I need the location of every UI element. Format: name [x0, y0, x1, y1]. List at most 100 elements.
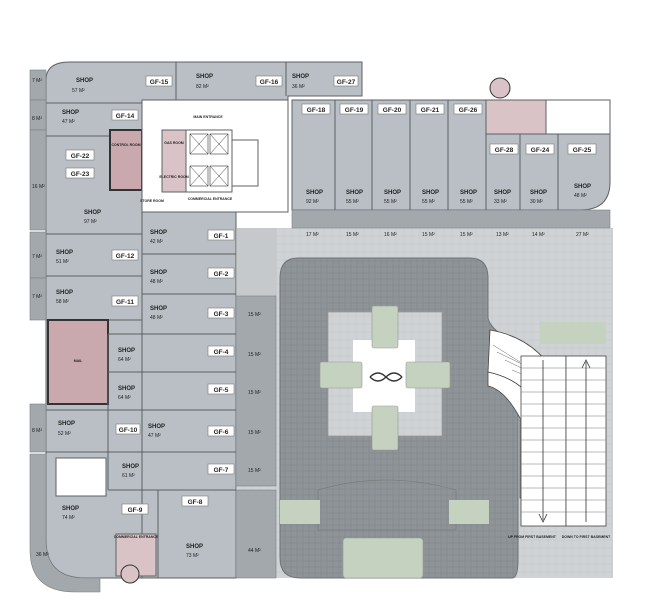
svg-text:GF-27: GF-27 [337, 79, 356, 86]
svg-text:SHOP: SHOP [292, 74, 309, 80]
svg-text:GF-22: GF-22 [71, 153, 90, 160]
svg-text:27 M²: 27 M² [576, 232, 589, 238]
svg-text:SHOP: SHOP [58, 421, 75, 427]
svg-text:GF-1: GF-1 [214, 233, 229, 240]
svg-text:15 M²: 15 M² [248, 352, 261, 358]
svg-text:GF-26: GF-26 [459, 107, 478, 114]
svg-text:GF-11: GF-11 [116, 299, 134, 306]
svg-text:SHOP: SHOP [574, 184, 591, 190]
svg-text:61 M²: 61 M² [122, 473, 135, 479]
svg-text:58 M²: 58 M² [56, 299, 69, 305]
svg-text:SHOP: SHOP [84, 210, 101, 216]
svg-text:GF-25: GF-25 [573, 147, 592, 154]
svg-text:55 M²: 55 M² [460, 199, 473, 205]
terrace-area-labels: 17 M² 15 M² 16 M² 15 M² 15 M² 13 M² 14 M… [32, 78, 589, 558]
svg-text:GF-24: GF-24 [531, 147, 550, 154]
svg-text:SHOP: SHOP [150, 306, 167, 312]
svg-text:55 M²: 55 M² [384, 199, 397, 205]
west-shop-labels: SHOP 47 M² GF-14 GF-22 GF-23 SHOP 97 M² … [56, 109, 149, 521]
svg-text:97 M²: 97 M² [84, 219, 97, 225]
svg-text:SHOP: SHOP [148, 424, 165, 430]
center-shop-labels: SHOP 42 M² GF-1 SHOP 48 M² GF-2 SHOP 48 … [118, 229, 235, 559]
svg-text:GF-7: GF-7 [214, 467, 229, 474]
svg-text:15 M²: 15 M² [422, 232, 435, 238]
svg-text:SHOP: SHOP [460, 190, 477, 196]
svg-text:92 M²: 92 M² [306, 199, 319, 205]
svg-text:73 M²: 73 M² [186, 553, 199, 559]
svg-text:SHOP: SHOP [76, 78, 93, 84]
svg-text:GF-14: GF-14 [116, 113, 135, 120]
svg-text:64 M²: 64 M² [118, 395, 131, 401]
parking-ramps: UP FROM FIRST BASEMENT DOWN TO FIRST BAS… [487, 329, 611, 539]
svg-text:GF-16: GF-16 [260, 79, 279, 86]
svg-text:57 M²: 57 M² [72, 88, 85, 94]
ramp-down-label: DOWN TO FIRST BASEMENT [562, 535, 611, 539]
svg-text:8 M²: 8 M² [32, 116, 42, 122]
svg-text:GF-9: GF-9 [128, 507, 143, 514]
svg-text:SHOP: SHOP [384, 190, 401, 196]
svg-text:GF-19: GF-19 [345, 107, 364, 114]
svg-text:GF-15: GF-15 [150, 79, 169, 86]
svg-text:74 M²: 74 M² [62, 515, 75, 521]
svg-text:15 M²: 15 M² [248, 390, 261, 396]
svg-text:52 M²: 52 M² [58, 431, 71, 437]
svg-text:GF-8: GF-8 [188, 499, 203, 506]
east-shop-labels: GF-18 SHOP 92 M² GF-19 SHOP 55 M² GF-20 … [301, 103, 597, 205]
mail-label: MAIL [74, 359, 83, 363]
electric-room-label: ELECTRIC ROOM [159, 175, 188, 179]
svg-text:36 M²: 36 M² [292, 84, 305, 90]
west-wing [29, 99, 163, 593]
svg-text:GF-5: GF-5 [214, 387, 229, 394]
svg-text:GF-2: GF-2 [214, 271, 229, 278]
svg-text:16 M²: 16 M² [32, 184, 45, 190]
svg-text:48 M²: 48 M² [574, 193, 587, 199]
svg-text:SHOP: SHOP [122, 464, 139, 470]
svg-text:SHOP: SHOP [422, 190, 439, 196]
svg-text:SHOP: SHOP [150, 270, 167, 276]
svg-text:GF-6: GF-6 [214, 429, 229, 436]
lobby-core: MAIN ENTRANCE COMMERCIAL ENTRANCE CONTRO… [74, 99, 289, 363]
svg-text:47 M²: 47 M² [62, 119, 75, 125]
main-entrance-label: MAIN ENTRANCE [193, 115, 223, 119]
control-room-label: CONTROL ROOM [111, 143, 140, 147]
gas-room-label: GAS ROOM [164, 141, 184, 145]
svg-text:GF-20: GF-20 [383, 107, 402, 114]
svg-text:15 M²: 15 M² [346, 232, 359, 238]
svg-text:SHOP: SHOP [150, 230, 167, 236]
svg-text:42 M²: 42 M² [150, 239, 163, 245]
svg-text:44 M²: 44 M² [248, 548, 261, 554]
svg-text:GF-23: GF-23 [71, 171, 90, 178]
north-shop-labels: SHOP 57 M² GF-15 SHOP 82 M² GF-16 SHOP 3… [72, 74, 359, 94]
svg-text:7 M²: 7 M² [32, 254, 42, 260]
svg-text:GF-12: GF-12 [116, 253, 135, 260]
svg-text:55 M²: 55 M² [422, 199, 435, 205]
svg-text:GF-21: GF-21 [421, 107, 440, 114]
svg-text:15 M²: 15 M² [248, 468, 261, 474]
svg-text:SHOP: SHOP [346, 190, 363, 196]
svg-text:GF-18: GF-18 [307, 107, 326, 114]
svg-text:8 M²: 8 M² [32, 428, 42, 434]
commercial-entrance-label: COMMERCIAL ENTRANCE [188, 197, 233, 201]
svg-text:SHOP: SHOP [62, 110, 79, 116]
svg-text:SHOP: SHOP [494, 190, 511, 196]
svg-text:SHOP: SHOP [118, 348, 135, 354]
svg-text:GF-28: GF-28 [495, 147, 514, 154]
svg-text:SHOP: SHOP [196, 74, 213, 80]
svg-text:51 M²: 51 M² [56, 259, 69, 265]
svg-text:82 M²: 82 M² [196, 84, 209, 90]
svg-text:SHOP: SHOP [56, 290, 73, 296]
store-room-label: STORE ROOM [140, 199, 164, 203]
svg-text:16 M²: 16 M² [384, 232, 397, 238]
svg-text:14 M²: 14 M² [532, 232, 545, 238]
svg-text:GF-3: GF-3 [214, 311, 229, 318]
svg-text:30 M²: 30 M² [530, 199, 543, 205]
svg-text:17 M²: 17 M² [306, 232, 319, 238]
svg-text:15 M²: 15 M² [248, 430, 261, 436]
svg-text:GF-4: GF-4 [214, 349, 229, 356]
svg-text:SHOP: SHOP [62, 506, 79, 512]
svg-text:15 M²: 15 M² [248, 312, 261, 318]
svg-text:15 M²: 15 M² [460, 232, 473, 238]
svg-text:33 M²: 33 M² [494, 199, 507, 205]
svg-text:SHOP: SHOP [306, 190, 323, 196]
